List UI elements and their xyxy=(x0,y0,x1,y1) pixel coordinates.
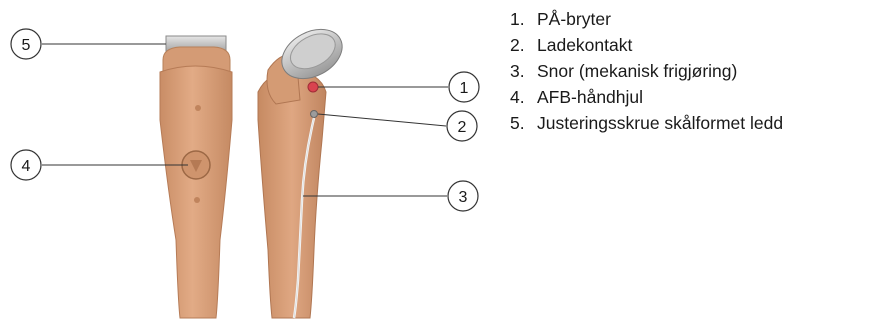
svg-text:3: 3 xyxy=(459,189,468,206)
legend-item: 1.PÅ-bryter xyxy=(510,6,783,32)
legend-label: Ladekontakt xyxy=(537,35,632,55)
prosthesis-front-view xyxy=(160,36,232,318)
prosthesis-side-view xyxy=(258,20,351,318)
hand-body-front xyxy=(160,66,232,318)
charging-socket xyxy=(311,111,318,118)
svg-text:4: 4 xyxy=(22,158,31,175)
legend-label: PÅ-bryter xyxy=(537,9,611,29)
legend-item: 5.Justeringsskrue skålformet ledd xyxy=(510,110,783,136)
front-dimple-lower xyxy=(194,197,200,203)
legend-item: 2.Ladekontakt xyxy=(510,32,783,58)
callout-3: 3 xyxy=(448,181,478,211)
legend-number: 2. xyxy=(510,32,537,58)
svg-text:5: 5 xyxy=(22,37,31,54)
leader-lines xyxy=(42,44,448,196)
legend-number: 4. xyxy=(510,84,537,110)
callout-2: 2 xyxy=(447,111,477,141)
legend-label: Justeringsskrue skålformet ledd xyxy=(537,113,783,133)
svg-text:1: 1 xyxy=(460,80,469,97)
legend-number: 1. xyxy=(510,6,537,32)
callout-4: 4 xyxy=(11,150,41,180)
legend-number: 5. xyxy=(510,110,537,136)
front-dimple-upper xyxy=(195,105,201,111)
leader-line-2 xyxy=(318,114,446,126)
hand-body-side xyxy=(258,70,326,318)
svg-text:2: 2 xyxy=(458,119,467,136)
legend-item: 3.Snor (mekanisk frigjøring) xyxy=(510,58,783,84)
legend-label: AFB-håndhjul xyxy=(537,87,643,107)
callout-1: 1 xyxy=(449,72,479,102)
callout-5: 5 xyxy=(11,29,41,59)
callout-legend: 1.PÅ-bryter 2.Ladekontakt 3.Snor (mekani… xyxy=(510,6,783,136)
legend-number: 3. xyxy=(510,58,537,84)
legend-item: 4.AFB-håndhjul xyxy=(510,84,783,110)
on-switch xyxy=(308,82,318,92)
legend-label: Snor (mekanisk frigjøring) xyxy=(537,61,737,81)
